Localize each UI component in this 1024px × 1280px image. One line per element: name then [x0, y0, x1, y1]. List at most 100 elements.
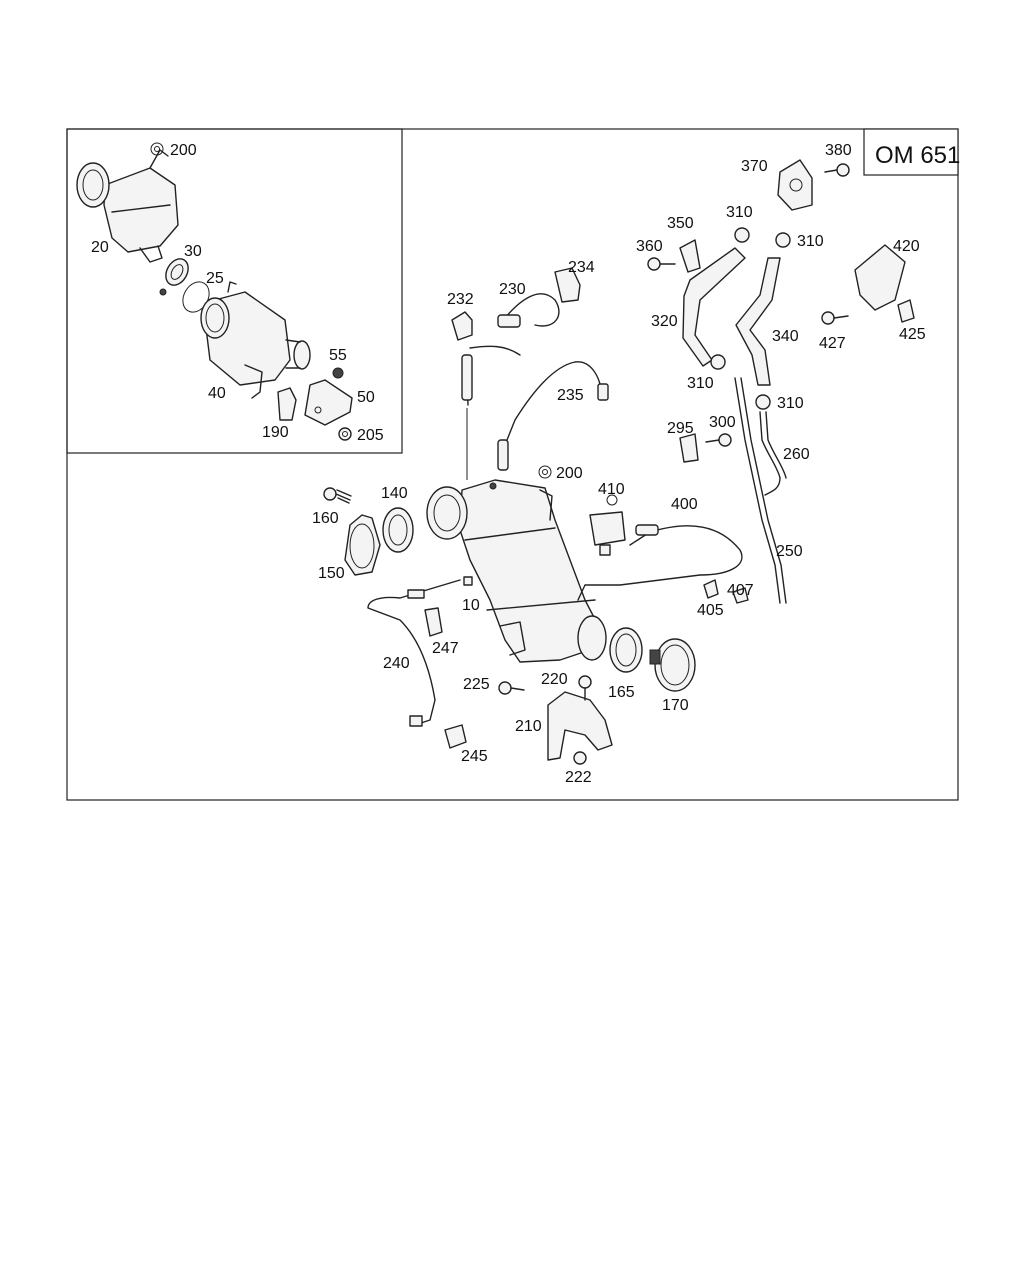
clamp-310-d [755, 394, 771, 410]
hose-250 [734, 377, 787, 604]
inset-nut-205 [338, 427, 352, 441]
callout-25: 25 [206, 270, 224, 287]
callout-190: 190 [262, 424, 289, 441]
callout-405: 405 [697, 602, 724, 619]
hose-340 [735, 257, 781, 386]
callout-295: 295 [667, 420, 694, 437]
callout-230: 230 [499, 281, 526, 298]
callout-310-d: 310 [777, 395, 804, 412]
callout-30: 30 [184, 243, 202, 260]
bolt-220 [578, 675, 592, 701]
gasket-165 [609, 627, 643, 673]
bracket-210 [547, 691, 613, 761]
diagram-frame [66, 128, 959, 801]
callout-205: 205 [357, 427, 384, 444]
pressure-sensor-410 [589, 494, 626, 556]
holder-247 [424, 607, 443, 637]
connector-245 [444, 724, 467, 749]
callout-420: 420 [893, 238, 920, 255]
callout-310-c: 310 [687, 375, 714, 392]
bolt-222 [573, 751, 587, 765]
clip-405 [703, 579, 719, 599]
inset-catalytic-converter-20 [76, 149, 179, 263]
callout-222: 222 [565, 769, 592, 786]
bracket-420 [854, 244, 906, 311]
sensor-line-235 [497, 361, 609, 471]
clamp-150 [344, 514, 381, 576]
clip-425 [897, 299, 915, 323]
clamp-310-c [710, 354, 726, 370]
callout-220: 220 [541, 671, 568, 688]
bolt-160 [323, 487, 352, 504]
inset-frame [66, 128, 403, 454]
engine-label-box [863, 128, 959, 176]
bracket-295 [679, 433, 699, 463]
engine-label: OM 651 [875, 142, 960, 169]
callout-200: 200 [556, 465, 583, 482]
clamp-310-b [775, 232, 791, 248]
bolt-225 [498, 681, 525, 695]
callout-427: 427 [819, 335, 846, 352]
pressure-line-400 [577, 524, 743, 601]
callout-240: 240 [383, 655, 410, 672]
callout-165: 165 [608, 684, 635, 701]
callout-245: 245 [461, 748, 488, 765]
callout-140: 140 [381, 485, 408, 502]
callout-20: 20 [91, 239, 109, 256]
callout-425: 425 [899, 326, 926, 343]
callout-310-b: 310 [797, 233, 824, 250]
inset-particulate-filter-40 [200, 281, 311, 399]
inset-bracket-190 [277, 387, 297, 421]
washer-200 [538, 465, 552, 479]
clamp-170 [649, 638, 696, 692]
callout-320: 320 [651, 313, 678, 330]
clamp-310-a [734, 227, 750, 243]
inset-gasket-30 [165, 258, 189, 286]
callout-247: 247 [432, 640, 459, 657]
callout-260: 260 [783, 446, 810, 463]
callout-160: 160 [312, 510, 339, 527]
callout-250: 250 [776, 543, 803, 560]
callout-300: 300 [709, 414, 736, 431]
callout-310-a: 310 [726, 204, 753, 221]
callout-407: 407 [727, 582, 754, 599]
inset-nut-55 [332, 367, 344, 379]
bolt-427 [821, 311, 849, 325]
callout-350: 350 [667, 215, 694, 232]
callout-370: 370 [741, 158, 768, 175]
callout-235: 235 [557, 387, 584, 404]
bolt-380 [824, 163, 850, 177]
callout-410: 410 [598, 481, 625, 498]
hose-320 [682, 247, 746, 367]
callout-360: 360 [636, 238, 663, 255]
bolt-300 [705, 433, 732, 447]
gasket-140 [382, 507, 414, 553]
bracket-232 [451, 311, 473, 341]
sensor-line-240 [367, 579, 461, 727]
callout-234: 234 [568, 259, 595, 276]
sensor-230 [461, 293, 560, 406]
callout-232: 232 [447, 291, 474, 308]
callout-200-inset: 200 [170, 142, 197, 159]
callout-225: 225 [463, 676, 490, 693]
callout-55: 55 [329, 347, 347, 364]
callout-40: 40 [208, 385, 226, 402]
bolt-360 [647, 257, 676, 271]
inset-washer-200 [150, 142, 164, 156]
callout-380: 380 [825, 142, 852, 159]
connector-234 [554, 267, 581, 303]
callout-400: 400 [671, 496, 698, 513]
bracket-350 [679, 239, 701, 273]
catalytic-converter-assembly-10 [426, 479, 607, 663]
clip-407 [732, 587, 749, 604]
hose-260 [759, 411, 787, 496]
callout-10: 10 [462, 597, 480, 614]
callout-210: 210 [515, 718, 542, 735]
callout-150: 150 [318, 565, 345, 582]
callout-50: 50 [357, 389, 375, 406]
callout-340: 340 [772, 328, 799, 345]
sensor-370 [777, 159, 813, 211]
inset-bracket-50 [304, 379, 353, 426]
callout-170: 170 [662, 697, 689, 714]
